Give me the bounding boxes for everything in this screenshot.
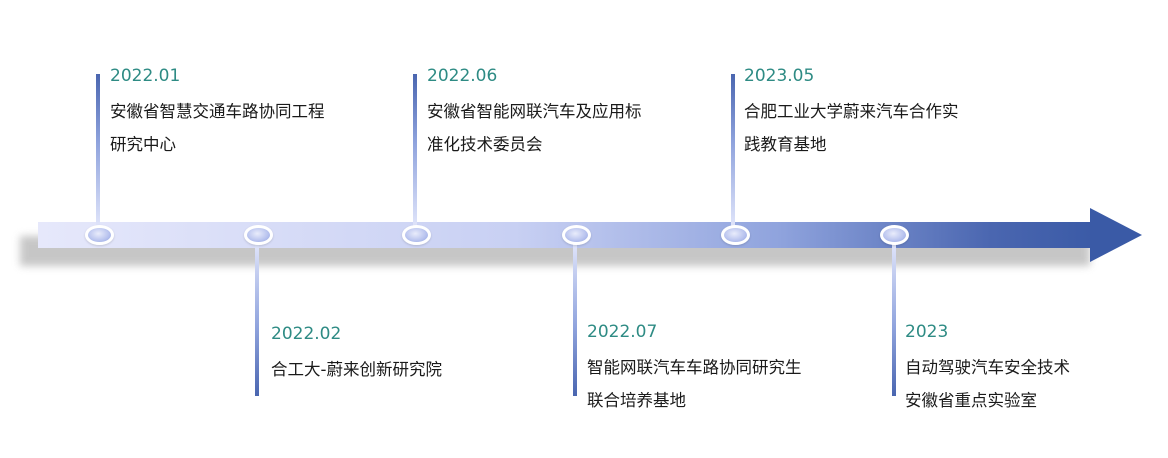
- event-stem: [892, 244, 896, 396]
- event-2022-07: 2022.07 智能网联汽车车路协同研究生 联合培养基地: [587, 322, 877, 417]
- timeline-node: [880, 225, 909, 245]
- event-2022-06: 2022.06 安徽省智能网联汽车及应用标 准化技术委员会: [427, 66, 717, 161]
- event-2022-01: 2022.01 安徽省智慧交通车路协同工程 研究中心: [110, 66, 400, 161]
- event-stem: [96, 74, 100, 226]
- event-date: 2022.02: [271, 324, 342, 344]
- timeline-arrow-head: [1090, 208, 1142, 262]
- event-desc-line2: 联合培养基地: [587, 391, 686, 410]
- timeline-node: [562, 225, 591, 245]
- event-2023-05: 2023.05 合肥工业大学蔚来汽车合作实 践教育基地: [744, 66, 1034, 161]
- timeline-node: [402, 225, 431, 245]
- event-stem: [255, 244, 259, 396]
- event-desc-line1: 安徽省智慧交通车路协同工程: [110, 102, 325, 121]
- event-desc-line2: 研究中心: [110, 135, 176, 154]
- timeline-node: [85, 225, 114, 245]
- event-2022-02: 2022.02 合工大-蔚来创新研究院: [271, 324, 561, 386]
- event-date: 2022.07: [587, 322, 658, 342]
- event-2023: 2023 自动驾驶汽车安全技术 安徽省重点实验室: [905, 322, 1168, 417]
- event-desc-line1: 智能网联汽车车路协同研究生: [587, 358, 802, 377]
- event-desc-line2: 安徽省重点实验室: [905, 391, 1037, 410]
- event-date: 2023.05: [744, 66, 815, 86]
- event-date: 2022.06: [427, 66, 498, 86]
- event-stem: [573, 244, 577, 396]
- event-desc-line1: 合肥工业大学蔚来汽车合作实: [744, 102, 959, 121]
- event-desc-line1: 自动驾驶汽车安全技术: [905, 358, 1070, 377]
- timeline-node: [244, 225, 273, 245]
- event-desc-line2: 准化技术委员会: [427, 135, 543, 154]
- event-desc-line1: 合工大-蔚来创新研究院: [271, 360, 442, 379]
- event-date: 2022.01: [110, 66, 181, 86]
- event-date: 2023: [905, 322, 949, 342]
- timeline-node: [721, 225, 750, 245]
- event-stem: [731, 74, 735, 226]
- event-desc-line2: 践教育基地: [744, 135, 827, 154]
- event-desc-line1: 安徽省智能网联汽车及应用标: [427, 102, 642, 121]
- event-stem: [413, 74, 417, 226]
